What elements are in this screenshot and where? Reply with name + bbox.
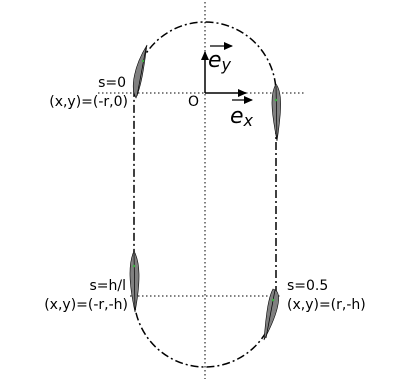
origin-label: O [188, 94, 199, 110]
swimmer-bottom-right [263, 288, 279, 341]
point-shl-coords: (x,y)=(-r,-h) [44, 297, 128, 313]
point-shl-label: s=h/l [89, 278, 126, 294]
point-s0-coords: (x,y)=(-r,0) [49, 94, 128, 110]
swimmer-top-right [271, 83, 281, 142]
swimmer-top-left [133, 44, 148, 99]
stadium-trajectory-path [133, 21, 277, 368]
point-s0-label: s=0 [98, 75, 126, 91]
ex-axis-label: ex [230, 104, 254, 130]
swimmer-bottom-left [129, 250, 140, 313]
point-s05-coords: (x,y)=(r,-h) [287, 297, 366, 313]
point-s05-label: s=0.5 [287, 278, 328, 294]
ey-axis-label: ey [208, 48, 232, 74]
